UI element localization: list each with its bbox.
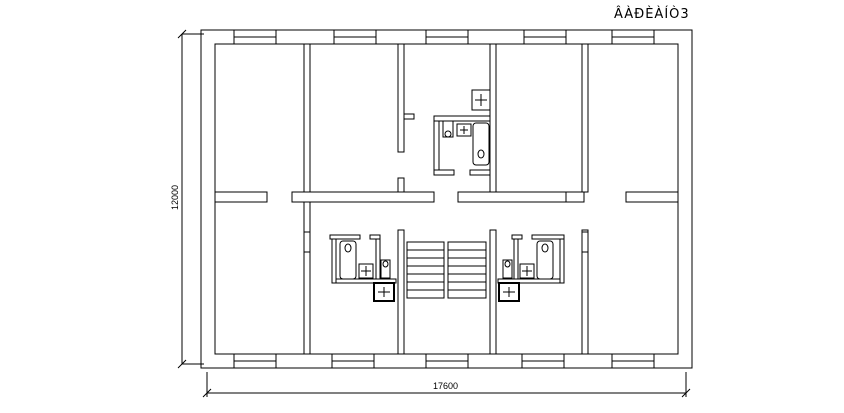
- height-dimension: [177, 29, 204, 369]
- sink-icon: [358, 263, 374, 279]
- sink-icon: [519, 263, 535, 279]
- bottom-windows: [233, 353, 655, 369]
- lower-left-bathroom: [329, 234, 397, 302]
- door-stubs: [303, 113, 589, 253]
- corridor-walls: [214, 191, 679, 203]
- top-windows: [233, 29, 655, 45]
- sink-icon: [456, 123, 472, 137]
- width-dimension-label: 17600: [433, 381, 458, 391]
- lower-right-bathroom: [497, 234, 565, 302]
- width-dimension: [202, 372, 691, 398]
- interior-walls-lower: [303, 201, 589, 355]
- drawing-title: ÂÀÐÈÀÍÒ3: [614, 6, 690, 22]
- bathtub-icon: [339, 240, 357, 280]
- bathtub-icon: [536, 240, 554, 280]
- outer-wall: [200, 29, 693, 369]
- height-dimension-label: 12000: [170, 185, 180, 210]
- staircase: [406, 241, 487, 299]
- bathtub-icon: [472, 122, 490, 166]
- upper-bathroom: [433, 89, 491, 176]
